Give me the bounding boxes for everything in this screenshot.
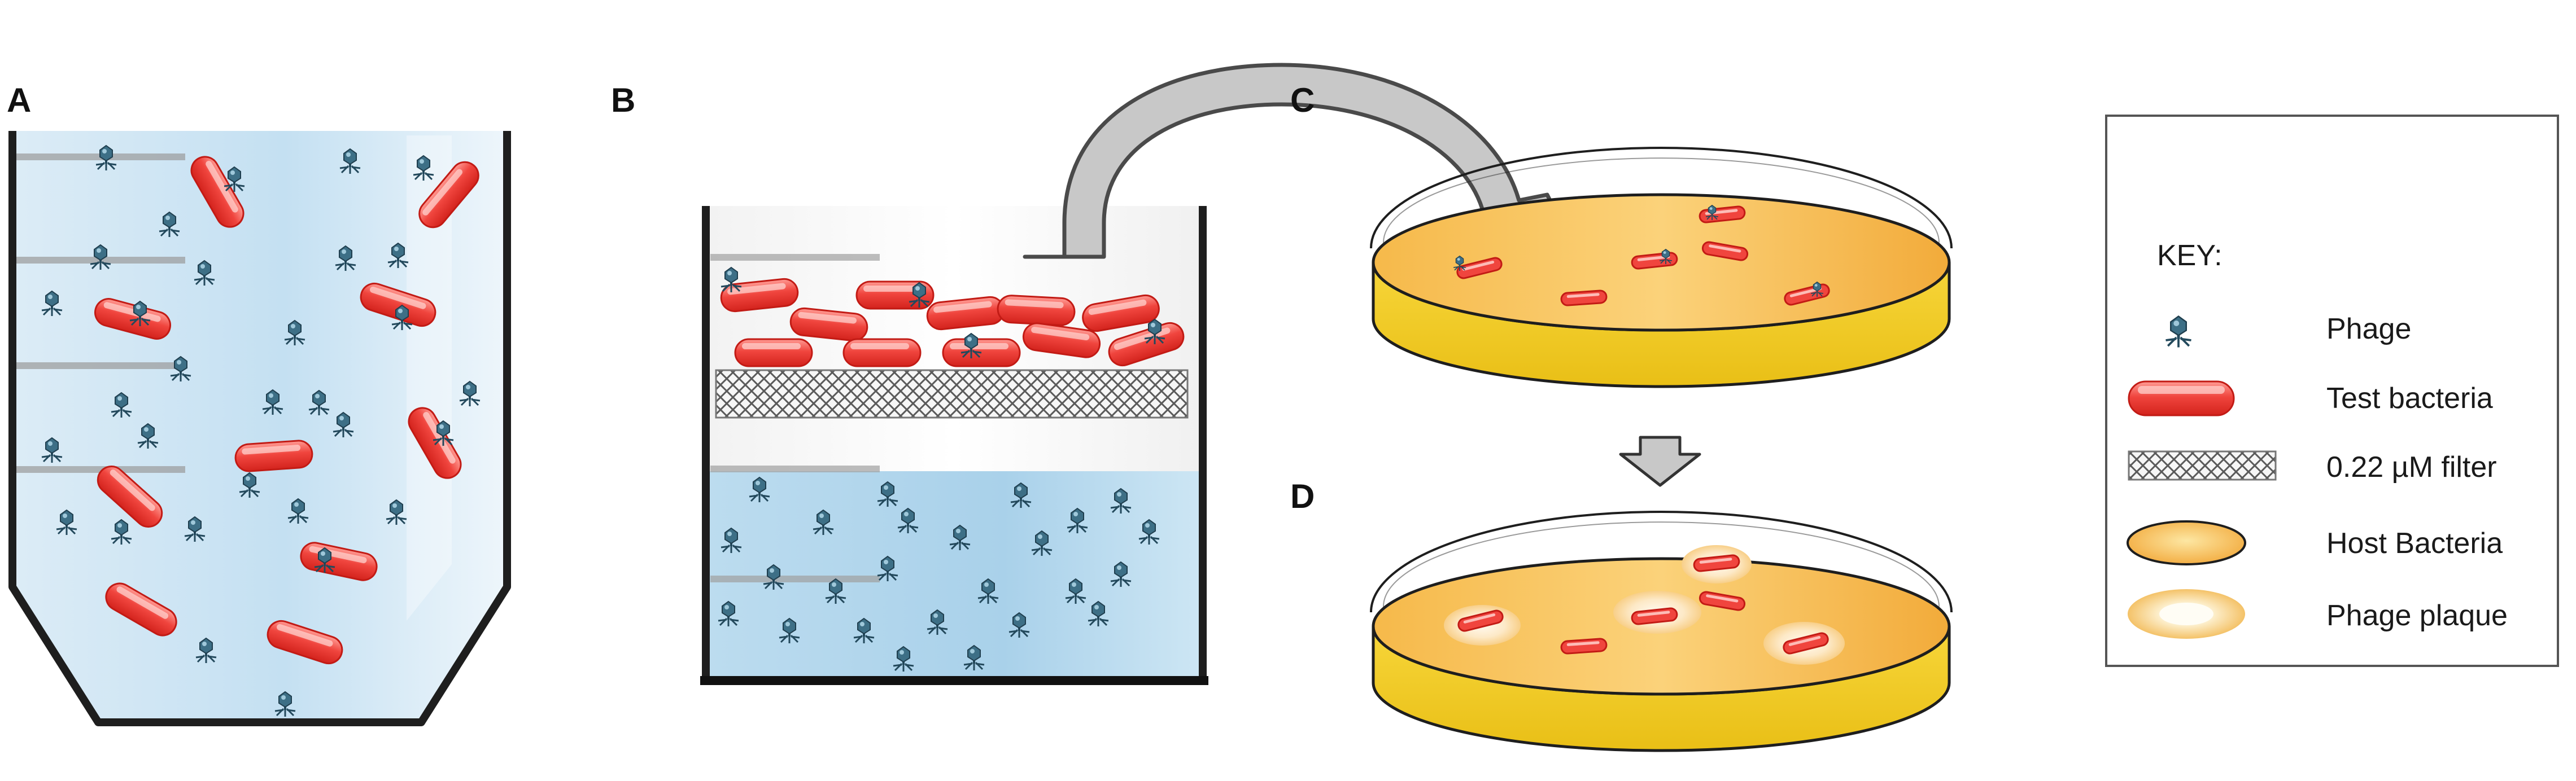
- down-arrow: [1619, 436, 1701, 487]
- plate-c-lid: [1370, 147, 1953, 249]
- plate-d-lid: [1370, 511, 1953, 613]
- panel-a-letter: A: [7, 81, 31, 119]
- key-item-phage-plaque: Phage plaque: [2326, 599, 2508, 632]
- plate-d-lid-inner: [1383, 521, 1940, 607]
- tube-reflection: [407, 135, 452, 621]
- panel-b-letter: B: [611, 81, 635, 119]
- panel-c: C: [1290, 81, 1953, 388]
- filter-membrane: [715, 369, 1189, 419]
- panel-d: D: [1290, 477, 1953, 752]
- plate-c-lid-inner: [1383, 157, 1940, 243]
- key-item-phage: Phage: [2326, 313, 2411, 345]
- tube-wall: [8, 131, 511, 726]
- panel-c-letter: C: [1290, 81, 1315, 119]
- panel-b: B: [611, 81, 1208, 685]
- key-item-filter: 0.22 µM filter: [2326, 451, 2497, 484]
- filter-icon: [2128, 450, 2277, 481]
- tube-liquid: [12, 131, 507, 722]
- key-title: KEY:: [2157, 239, 2223, 272]
- key-legend: KEY: Phage Test bacteria 0.22 µM filter …: [2105, 115, 2559, 667]
- phage-plaque-icon: [2128, 589, 2245, 639]
- host-bacteria-icon: [2127, 520, 2246, 565]
- key-item-host-bacteria: Host Bacteria: [2326, 527, 2503, 560]
- panel-a: A: [7, 81, 511, 726]
- bacterium-icon: [2128, 380, 2235, 416]
- well-bottom: [700, 676, 1208, 685]
- panel-d-letter: D: [1290, 477, 1315, 515]
- key-item-test-bacteria: Test bacteria: [2326, 382, 2493, 415]
- transfer-arrow: [1023, 63, 1578, 279]
